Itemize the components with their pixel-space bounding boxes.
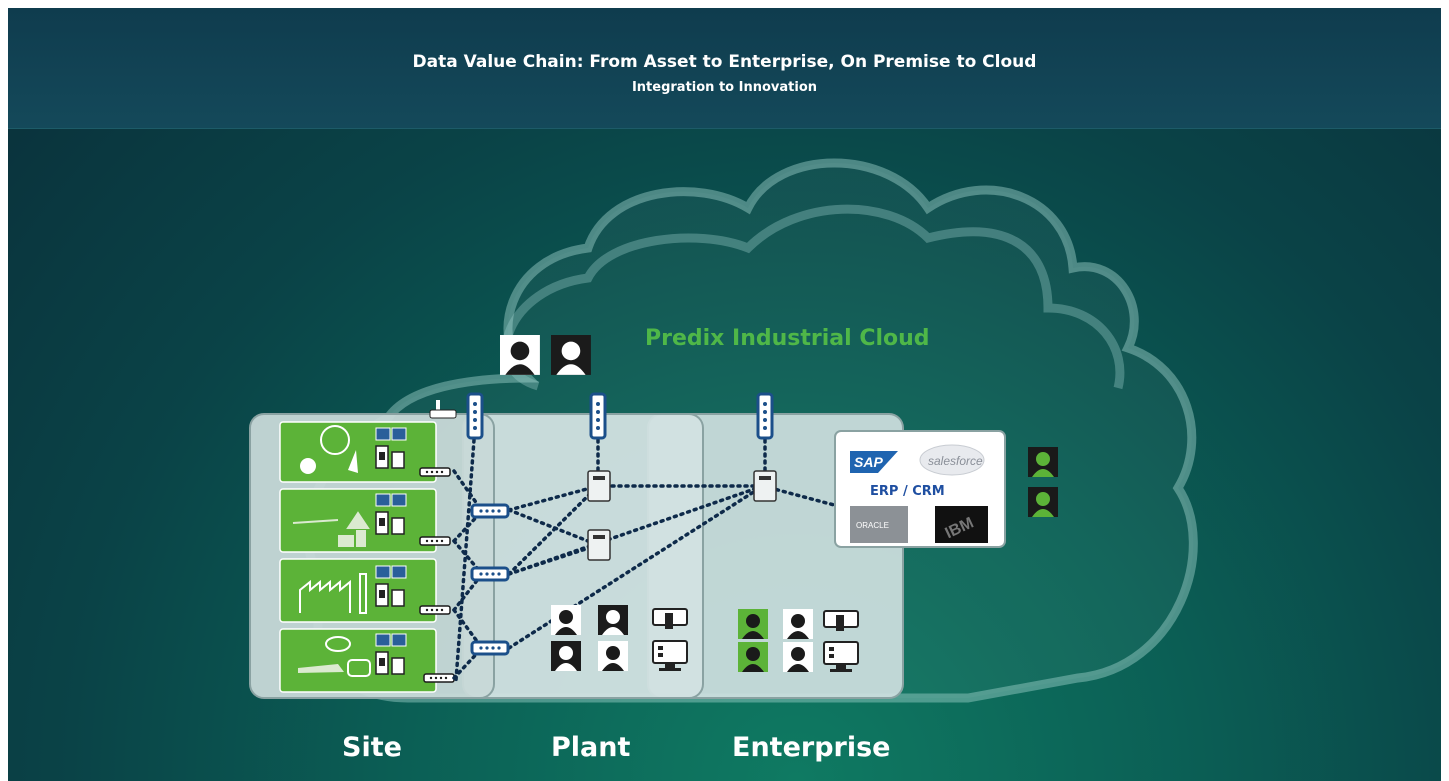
site-tile-oil-gas (279, 488, 451, 553)
user-icon (598, 641, 628, 671)
site-tile-transportation (279, 628, 455, 693)
user-icon (551, 335, 591, 375)
sap-logo: SAP (850, 451, 898, 473)
site-switch-icon (466, 392, 484, 440)
svg-text:SAP: SAP (854, 454, 883, 470)
column-label-site: Site (342, 732, 402, 763)
ibm-logo: IBM (935, 506, 988, 543)
cloud-user-icon (1028, 447, 1058, 477)
site-tile-manufacturing (279, 558, 451, 623)
column-label-enterprise: Enterprise (732, 732, 891, 763)
touchscreen-icon (652, 608, 688, 630)
user-icon (783, 609, 813, 639)
antenna-icon (429, 400, 457, 419)
cloud-user-icon (1028, 487, 1058, 517)
user-icon (738, 609, 768, 639)
page-title: Data Value Chain: From Asset to Enterpri… (412, 52, 1037, 72)
site-tile-energy (279, 421, 451, 483)
user-icon (783, 642, 813, 672)
user-icon (598, 605, 628, 635)
enterprise-server-icon (753, 470, 777, 502)
plant-switch-icon (589, 392, 607, 440)
site-gateway-3-icon (470, 640, 510, 656)
svg-text:salesforce: salesforce (928, 454, 983, 468)
network-links (452, 438, 836, 682)
cloud-label: Predix Industrial Cloud (645, 326, 930, 351)
site-panel (249, 413, 495, 699)
plant-server-1-icon (587, 470, 611, 502)
user-icon (499, 335, 540, 375)
oracle-logo: ORACLE (850, 506, 908, 543)
salesforce-logo: salesforce (919, 444, 985, 476)
plant-server-2-icon (587, 529, 611, 561)
erp-crm-label: ERP / CRM (870, 484, 945, 499)
column-label-plant: Plant (551, 732, 631, 763)
touchscreen-icon (823, 610, 859, 632)
enterprise-switch-icon (756, 392, 774, 440)
slide: Data Value Chain: From Asset to Enterpri… (8, 8, 1441, 781)
header-banner: Data Value Chain: From Asset to Enterpri… (8, 8, 1441, 129)
user-icon (551, 605, 581, 635)
architecture-diagram: SAP salesforce ORACLE IBM (249, 158, 1198, 703)
site-gateway-1-icon (470, 503, 510, 519)
user-icon (738, 642, 768, 672)
user-icon (551, 641, 581, 671)
site-gateway-2-icon (470, 566, 510, 582)
svg-text:ORACLE: ORACLE (856, 521, 889, 530)
page-subtitle: Integration to Innovation (631, 80, 818, 95)
